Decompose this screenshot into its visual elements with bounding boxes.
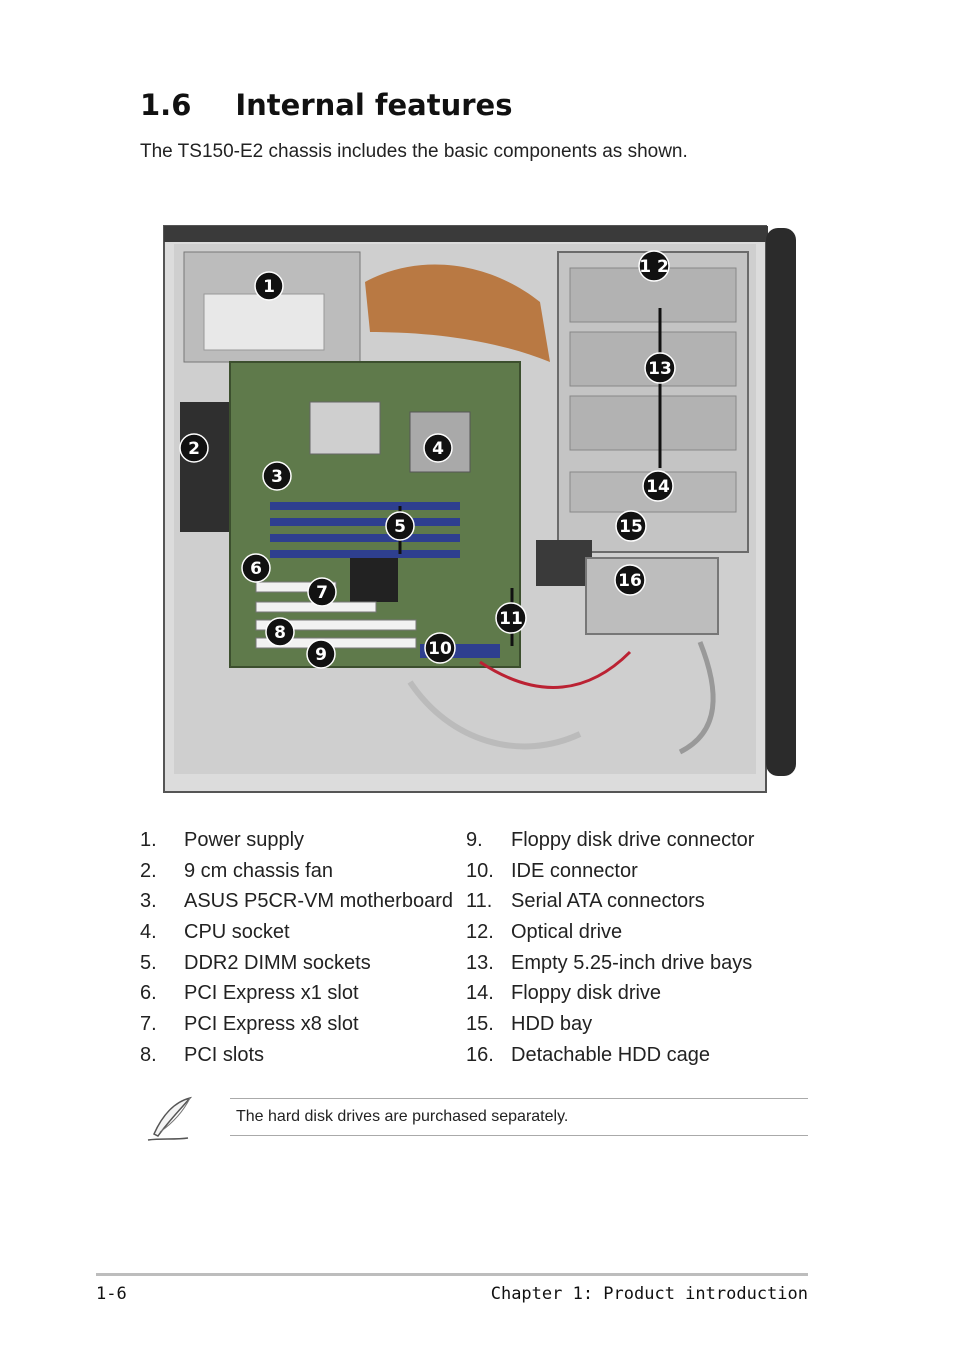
list-item: 13.Empty 5.25-inch drive bays — [466, 951, 753, 974]
svg-text:9: 9 — [315, 645, 327, 665]
callout-14: 14 — [642, 470, 674, 502]
callout-13: 13 — [644, 352, 676, 384]
list-item: 12.Optical drive — [466, 921, 623, 944]
northbridge-heatsink — [309, 401, 381, 455]
callout-5: 5 — [385, 511, 415, 541]
callout-10: 10 — [424, 632, 456, 664]
dimm-slot-3 — [270, 534, 460, 542]
svg-text:4: 4 — [432, 439, 444, 459]
sata-cable — [479, 650, 632, 689]
callout-1: 1 — [254, 271, 284, 301]
note-box: The hard disk drives are purchased separ… — [230, 1098, 808, 1136]
psu-label-plate — [203, 293, 325, 351]
southbridge-heatsink — [350, 558, 398, 602]
callout-9: 9 — [306, 639, 336, 669]
svg-text:13: 13 — [648, 359, 672, 379]
hdd-bay-bracket — [536, 540, 592, 586]
svg-text:10: 10 — [428, 639, 452, 659]
chassis-top-edge — [164, 226, 768, 242]
pci-slot-1 — [255, 619, 417, 631]
front-bezel — [766, 228, 796, 776]
component-list-right: 9.Floppy disk drive connector 10.IDE con… — [466, 826, 754, 1072]
callout-11: 11 — [495, 602, 527, 634]
svg-text:15: 15 — [619, 517, 643, 537]
section-heading: 1.6 Internal features — [140, 88, 513, 122]
list-item: 2.9 cm chassis fan — [140, 859, 333, 882]
list-item: 11.Serial ATA connectors — [466, 890, 705, 913]
callout-2: 2 — [179, 433, 209, 463]
svg-text:3: 3 — [271, 467, 283, 487]
svg-text:6: 6 — [250, 559, 262, 579]
note-text: The hard disk drives are purchased separ… — [236, 1108, 569, 1125]
pci-slot-2 — [255, 637, 417, 649]
list-item: 9.Floppy disk drive connector — [466, 829, 755, 851]
svg-text:7: 7 — [316, 583, 328, 603]
intro-text: The TS150-E2 chassis includes the basic … — [140, 141, 688, 162]
detachable-hdd-cage — [585, 557, 719, 635]
callout-8: 8 — [265, 617, 295, 647]
svg-text:1 2: 1 2 — [639, 257, 669, 277]
list-item: 8.PCI slots — [140, 1043, 265, 1066]
component-list-left: 1.Power supply 2.9 cm chassis fan 3.ASUS… — [140, 826, 453, 1072]
chassis-fan — [180, 402, 232, 532]
list-item: 10.IDE connector — [466, 859, 638, 882]
dimm-slot-4 — [270, 550, 460, 558]
callout-4: 4 — [423, 433, 453, 463]
list-item: 15.HDD bay — [466, 1013, 593, 1036]
callout-12: 1 2 — [638, 250, 670, 282]
psu-cable-bundle — [365, 264, 550, 362]
svg-text:5: 5 — [394, 517, 406, 537]
callout-15: 15 — [615, 510, 647, 542]
chapter-title: Chapter 1: Product introduction — [490, 1284, 808, 1304]
svg-text:8: 8 — [274, 623, 286, 643]
dimm-slot-2 — [270, 518, 460, 526]
list-item: 3.ASUS P5CR-VM motherboard — [140, 890, 453, 913]
dimm-slot-1 — [270, 502, 460, 510]
callout-7: 7 — [307, 577, 337, 607]
list-item: 16.Detachable HDD cage — [466, 1043, 710, 1066]
section-number: 1.6 — [140, 88, 192, 122]
list-item: 1.Power supply — [140, 829, 305, 851]
page-number: 1-6 — [96, 1284, 127, 1304]
power-cable — [678, 641, 716, 755]
list-item: 4.CPU socket — [140, 921, 290, 944]
list-item: 14.Floppy disk drive — [466, 982, 662, 1005]
svg-text:11: 11 — [499, 609, 523, 629]
list-item: 6.PCI Express x1 slot — [140, 982, 359, 1005]
list-item: 5.DDR2 DIMM sockets — [140, 951, 371, 974]
ide-cable — [407, 680, 582, 750]
chassis-photo: 1 2 3 4 5 6 7 8 9 10 11 1 2 13 14 15 16 — [163, 225, 796, 793]
callout-6: 6 — [241, 553, 271, 583]
svg-text:16: 16 — [618, 571, 642, 591]
footer-rule — [96, 1273, 808, 1276]
svg-text:14: 14 — [646, 477, 670, 497]
list-item: 7.PCI Express x8 slot — [140, 1013, 359, 1036]
section-title: Internal features — [235, 88, 513, 122]
pen-feather-icon — [147, 1096, 193, 1141]
svg-text:1: 1 — [263, 277, 275, 297]
callout-16: 16 — [614, 564, 646, 596]
callout-3: 3 — [262, 461, 292, 491]
pcie-x1-slot — [255, 581, 337, 593]
svg-text:2: 2 — [188, 439, 200, 459]
empty-bay-2 — [569, 395, 737, 451]
